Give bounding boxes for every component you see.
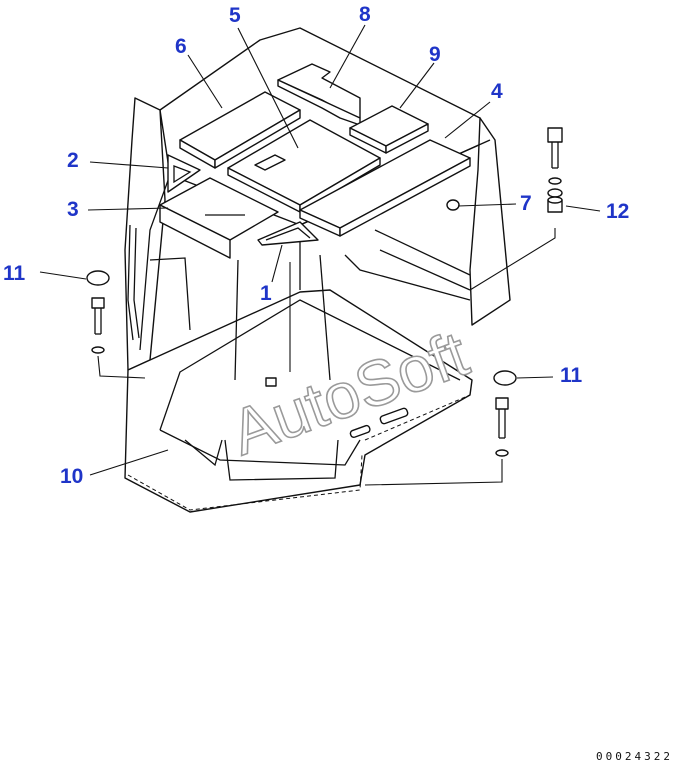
callouts: 5 8 6 9 4 2 3 7 12 11 1 11 10: [3, 3, 629, 488]
grommet-7: [446, 199, 460, 211]
callout-2: 2: [67, 149, 79, 172]
callout-11-right: 11: [560, 364, 583, 387]
roof-panel-9: [349, 105, 429, 154]
callout-5: 5: [229, 4, 241, 27]
callout-10: 10: [60, 465, 83, 488]
cap-11-left: [86, 270, 110, 354]
bolt-12: [547, 127, 563, 213]
trim-3: [159, 177, 279, 259]
callout-9: 9: [429, 43, 441, 66]
callout-12: 12: [606, 200, 629, 223]
cap-11-right: [493, 370, 517, 457]
drawing-code: 00024322: [596, 750, 673, 763]
roof-panel-8: [277, 63, 361, 126]
callout-11-left: 11: [3, 262, 26, 285]
leader-lines: [39, 24, 601, 486]
roof-panel-6: [179, 91, 301, 169]
callout-7: 7: [520, 192, 532, 215]
roof-panel-4: [299, 139, 471, 237]
callout-3: 3: [67, 198, 79, 221]
trim-2: [167, 154, 201, 193]
callout-8: 8: [359, 3, 371, 26]
callout-6: 6: [175, 35, 187, 58]
callout-1: 1: [260, 282, 272, 305]
callout-4: 4: [491, 80, 503, 103]
trim-1: [257, 221, 319, 246]
